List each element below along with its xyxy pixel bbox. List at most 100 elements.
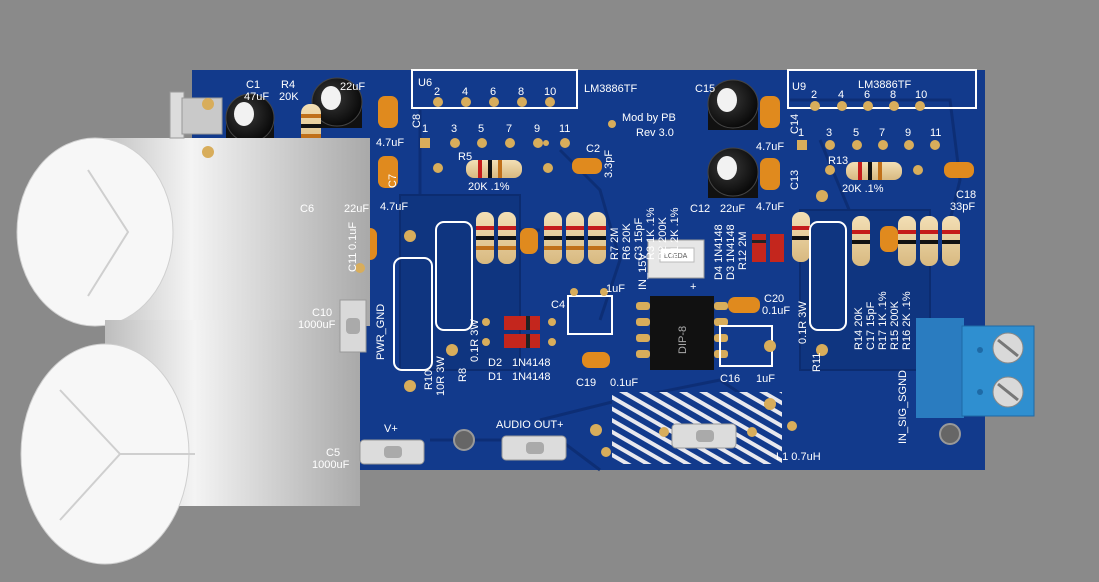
u6-pins-top — [433, 97, 555, 107]
label-c12-ref: C12 — [690, 203, 710, 215]
label-r1: R1 2K .1% — [669, 207, 681, 260]
rev-text: Rev 3.0 — [636, 127, 674, 139]
label-c3: C3 15pF — [633, 218, 645, 260]
resistor-r5 — [466, 160, 522, 178]
right-resistor-labels: R14 20K C17 15pF R17 1K .1% R15 200K R16… — [853, 291, 913, 350]
label-r3: R3 1K .1% — [645, 207, 657, 260]
small-via-pads — [482, 288, 608, 346]
label-r7: R7 2M — [609, 228, 621, 260]
cap-c4-outline — [567, 295, 613, 335]
big-capacitor-c10 — [16, 137, 370, 327]
u9-pin-7: 7 — [879, 127, 885, 139]
chip-u9-ref: U9 — [792, 81, 806, 93]
label-d2-ref: D2 — [488, 357, 502, 369]
label-d1-ref: D1 — [488, 371, 502, 383]
u6-pin-11: 11 — [559, 123, 570, 135]
u9-pin-6: 6 — [864, 89, 870, 101]
u6-pin-5: 5 — [478, 123, 484, 135]
label-r5-val: 20K .1% — [468, 181, 510, 193]
label-v-plus: V+ — [384, 423, 398, 435]
through-hole-pads — [202, 98, 923, 457]
label-c11-val: 0.1uF — [347, 222, 359, 250]
u6-pin-7: 7 — [506, 123, 512, 135]
u9-pin-2: 2 — [811, 89, 817, 101]
resistor-r13 — [846, 162, 902, 180]
label-r14: R14 20K — [853, 307, 865, 350]
label-c12-val: 22uF — [720, 203, 745, 215]
big-capacitor-c5 — [20, 320, 360, 565]
terminal-center — [671, 423, 737, 449]
chip-u6-ref: U6 — [418, 77, 432, 89]
diode-d2-d1 — [504, 316, 540, 348]
label-c2-ref: C2 — [586, 143, 600, 155]
label-c14-val: 4.7uF — [756, 141, 784, 153]
label-plus: + — [690, 281, 696, 293]
u6-pin-8: 8 — [518, 86, 524, 98]
label-c8-val: 4.7uF — [376, 137, 404, 149]
label-c14-ref: C14 — [789, 114, 801, 134]
u9-pin-5: 5 — [853, 127, 859, 139]
u6-pin-3: 3 — [451, 123, 457, 135]
fiducial-top — [608, 120, 616, 128]
terminal-v-plus — [359, 439, 425, 465]
label-r17: R17 1K .1% — [877, 291, 889, 350]
label-l1: L1 0.7uH — [776, 451, 821, 463]
label-c4-val: 1uF — [606, 283, 625, 295]
label-c19-ref: C19 — [576, 377, 596, 389]
u9-pin-11: 11 — [930, 127, 941, 139]
label-in-sig-sgnd: IN_SIG_SGND — [897, 370, 909, 444]
label-c18-val: 33pF — [950, 201, 975, 213]
label-in-15v: IN_15V — [637, 253, 649, 290]
label-r10-val: 10R 3W — [435, 356, 447, 396]
chip-u6: U6 LM3886TF — [411, 69, 637, 109]
label-d4: D4 1N4148 — [713, 224, 725, 280]
label-c16-ref: C16 — [720, 373, 740, 385]
u6-pin-10: 10 — [544, 86, 556, 98]
label-c16-val: 1uF — [756, 373, 775, 385]
label-r4-ref: R4 — [281, 79, 295, 91]
label-r16: R16 2K .1% — [901, 291, 913, 350]
power-resistor-r11 — [809, 221, 847, 331]
u9-pin-1: 1 — [798, 127, 804, 139]
label-r6: R6 20K — [621, 223, 633, 260]
label-d2-val: 1N4148 — [512, 357, 551, 369]
label-c1-ref: C1 — [246, 79, 260, 91]
label-top-22uf: 22uF — [340, 81, 365, 93]
label-c20-val: 0.1uF — [762, 305, 790, 317]
led-component: LCEDA — [647, 239, 705, 279]
u9-pin-9: 9 — [905, 127, 911, 139]
ic-dip8: DIP-8 — [636, 296, 728, 370]
label-r8-ref: R8 — [457, 368, 469, 382]
terminal-audio-out — [501, 435, 567, 461]
label-r8-val: 0.1R 3W — [469, 319, 481, 362]
power-resistor-r8 — [435, 221, 473, 331]
label-r4-val: 20K — [279, 91, 299, 103]
label-c10-ref: C10 — [312, 307, 332, 319]
label-c7-val: 4.7uF — [380, 201, 408, 213]
label-r15: R15 200K — [889, 300, 901, 350]
label-c5-val: 1000uF — [312, 459, 350, 471]
u9-pins-top — [810, 101, 925, 111]
capacitor-c15 — [707, 79, 759, 130]
label-c10-val: 1000uF — [298, 319, 336, 331]
label-r2: R2 200K — [657, 217, 669, 260]
resistor-bank-left — [476, 212, 606, 264]
label-r11-val: 0.1R 3W — [797, 301, 809, 344]
label-c17: C17 15pF — [865, 301, 877, 350]
chip-u9: U9 LM3886TF — [787, 69, 977, 109]
label-r5-ref: R5 — [458, 151, 472, 163]
right-diode-labels: D4 1N4148 D3 1N4148 R12 2M — [713, 224, 749, 280]
u6-pin-2: 2 — [434, 86, 440, 98]
label-r12: R12 2M — [737, 231, 749, 270]
capacitor-c12 — [707, 147, 759, 198]
u9-pins-bottom — [797, 140, 940, 150]
label-r11-ref: R11 — [811, 353, 823, 372]
led-label: LCEDA — [664, 253, 688, 260]
u6-pin-6: 6 — [490, 86, 496, 98]
chip-u6-part: LM3886TF — [584, 83, 637, 95]
label-c1-val: 47uF — [244, 91, 269, 103]
screw-terminal — [916, 318, 1035, 418]
u9-pin-8: 8 — [890, 89, 896, 101]
label-r10-ref: R10 — [423, 370, 435, 390]
